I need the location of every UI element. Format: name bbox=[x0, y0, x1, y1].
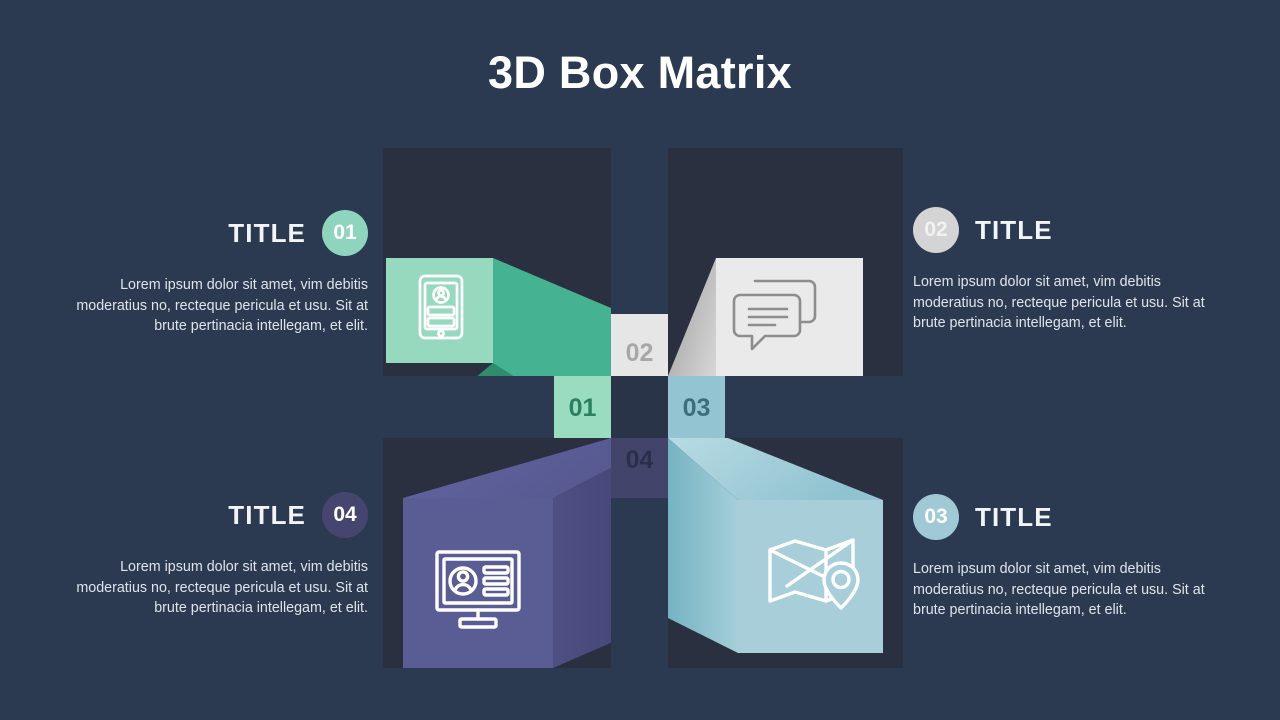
box-matrix-diagram: 01 02 03 04 bbox=[383, 148, 903, 668]
item-block-02: 02 TITLE Lorem ipsum dolor sit amet, vim… bbox=[913, 207, 1213, 334]
item-badge-02[interactable]: 02 bbox=[913, 207, 959, 253]
item-body-03: Lorem ipsum dolor sit amet, vim debitis … bbox=[913, 561, 1205, 618]
item-block-04: TITLE 04 Lorem ipsum dolor sit amet, vim… bbox=[68, 492, 368, 619]
box-04-front-face bbox=[403, 498, 553, 668]
cross-cell-center-fill bbox=[611, 376, 668, 438]
chat-bubbles-icon bbox=[732, 279, 817, 351]
cross-cell-04[interactable] bbox=[611, 438, 668, 498]
item-title-03: TITLE bbox=[975, 501, 1053, 532]
box-03-front-face bbox=[738, 500, 883, 653]
item-badge-04[interactable]: 04 bbox=[322, 492, 368, 538]
cross-number-03: 03 bbox=[683, 394, 711, 422]
cross-cell-03[interactable] bbox=[668, 376, 725, 438]
item-badge-03[interactable]: 03 bbox=[913, 494, 959, 540]
tablet-login-icon bbox=[418, 274, 464, 340]
box-01-face bbox=[386, 258, 493, 363]
cross-number-02: 02 bbox=[626, 339, 654, 367]
item-body-01: Lorem ipsum dolor sit amet, vim debitis … bbox=[76, 277, 368, 334]
item-block-01: TITLE 01 Lorem ipsum dolor sit amet, vim… bbox=[68, 210, 368, 337]
item-head-02: 02 TITLE bbox=[913, 207, 1213, 253]
item-title-01: TITLE bbox=[228, 217, 306, 248]
cross-number-04: 04 bbox=[626, 446, 654, 474]
cross-number-01: 01 bbox=[569, 394, 597, 422]
item-head-03: 03 TITLE bbox=[913, 494, 1213, 540]
item-head-04: TITLE 04 bbox=[68, 492, 368, 538]
cross-cell-01[interactable] bbox=[554, 376, 611, 438]
box-03-left-face bbox=[668, 438, 738, 653]
item-badge-01[interactable]: 01 bbox=[322, 210, 368, 256]
item-block-03: 03 TITLE Lorem ipsum dolor sit amet, vim… bbox=[913, 494, 1213, 621]
item-title-02: TITLE bbox=[975, 214, 1053, 245]
map-pin-icon bbox=[768, 538, 860, 610]
page-title: 3D Box Matrix bbox=[488, 47, 792, 98]
box-03-top-face bbox=[668, 438, 883, 500]
monitor-profile-icon bbox=[435, 550, 521, 629]
item-head-01: TITLE 01 bbox=[68, 210, 368, 256]
item-body-02: Lorem ipsum dolor sit amet, vim debitis … bbox=[913, 274, 1205, 331]
item-title-04: TITLE bbox=[228, 499, 306, 530]
item-body-04: Lorem ipsum dolor sit amet, vim debitis … bbox=[76, 559, 368, 616]
box-04-top-face bbox=[403, 438, 668, 498]
cross-cell-02[interactable] bbox=[611, 314, 668, 376]
box-03[interactable] bbox=[668, 438, 883, 653]
